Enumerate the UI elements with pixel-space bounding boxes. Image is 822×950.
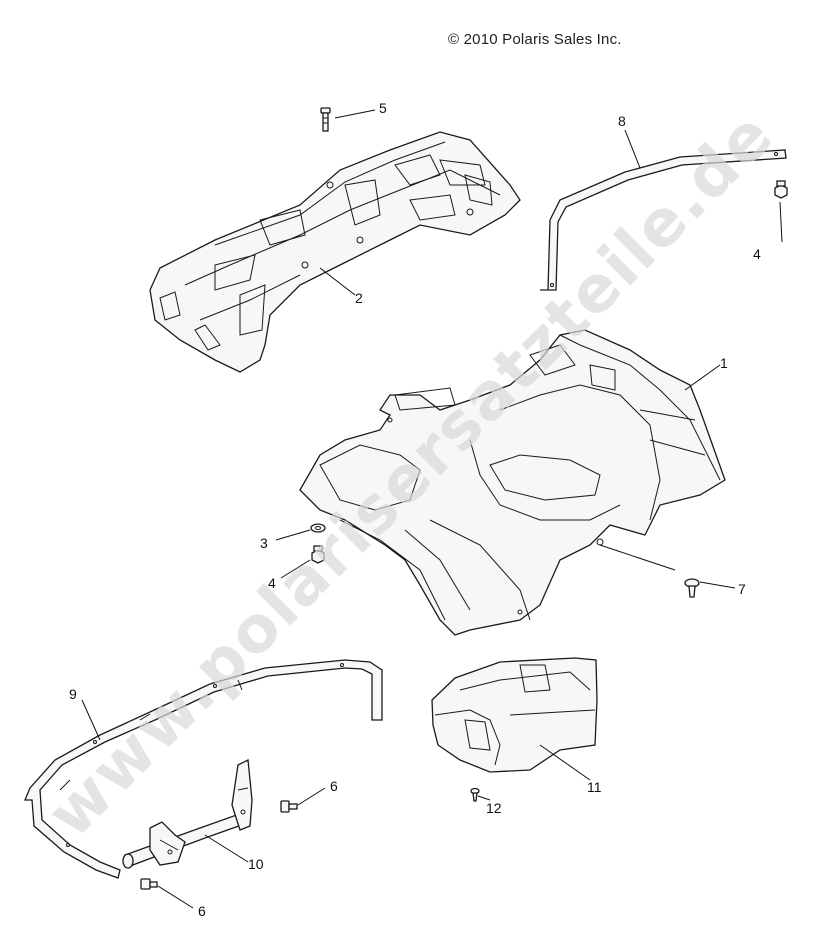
callout-6-lower: 6 — [198, 903, 206, 919]
hitch-bracket-part-10 — [122, 758, 253, 869]
nut-part-4-mid — [311, 545, 325, 564]
bolt-part-5 — [320, 107, 331, 132]
callout-9: 9 — [69, 686, 77, 702]
callout-5: 5 — [379, 100, 387, 116]
callout-11: 11 — [587, 779, 602, 795]
callout-3: 3 — [260, 535, 268, 551]
bolt-part-6-lower — [140, 878, 158, 890]
side-cover-part-11 — [431, 657, 598, 773]
copyright-notice: © 2010 Polaris Sales Inc. — [448, 31, 622, 48]
nut-part-4-top — [774, 180, 788, 199]
callout-6-upper: 6 — [330, 778, 338, 794]
callout-2: 2 — [355, 290, 363, 306]
callout-7: 7 — [738, 581, 746, 597]
side-rail-part-8 — [540, 149, 787, 291]
leader-lines — [81, 109, 783, 909]
washer-part-3 — [310, 523, 326, 533]
callout-4-top: 4 — [753, 246, 761, 262]
bolt-part-6-upper — [280, 800, 298, 813]
screw-part-12 — [470, 787, 480, 802]
bumper-rail-part-9 — [24, 659, 383, 879]
callout-10: 10 — [248, 856, 264, 872]
callout-12: 12 — [486, 800, 502, 816]
push-rivet-part-7 — [684, 578, 700, 598]
callout-8: 8 — [618, 113, 626, 129]
callout-4-mid: 4 — [268, 575, 276, 591]
rear-fender-part — [299, 329, 726, 636]
callout-1: 1 — [720, 355, 728, 371]
rear-rack-part — [149, 131, 521, 373]
